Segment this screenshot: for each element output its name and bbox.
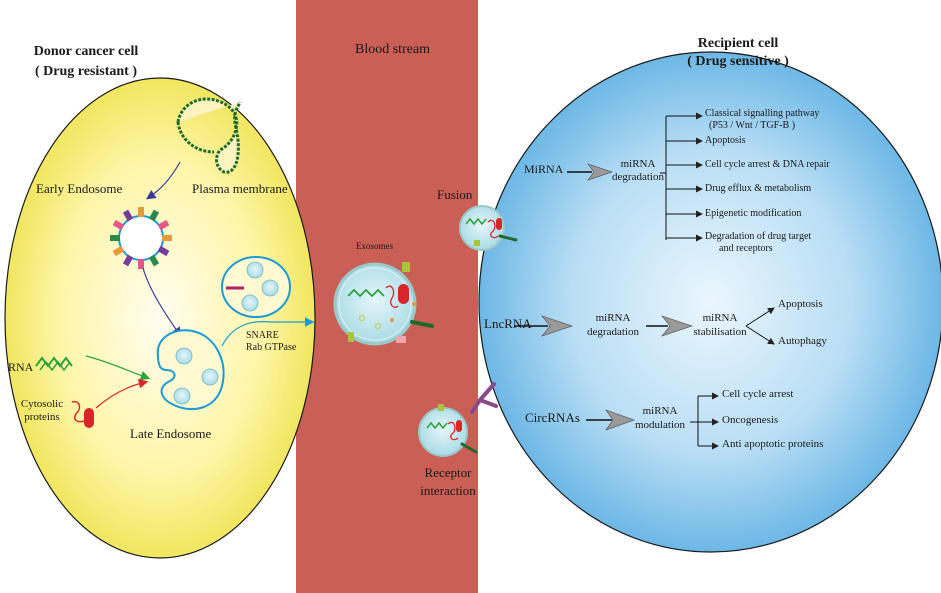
circrna-source: CircRNAs [525,410,580,425]
cytosolic-label-2: proteins [24,411,60,423]
rna-zigzag [35,356,73,368]
endosome-receptor [157,219,170,231]
rab-gtpase-label: Rab GTPase [246,342,297,353]
circrna-outcome-3: Anti apoptotic proteins [722,438,824,450]
donor-title: Donor cancer cell [33,44,139,59]
lncrna-big-arrow [541,315,573,337]
endosome-receptor [148,209,160,222]
recipient-title: Recipient cell [697,36,779,51]
mirna-outcome-2: Apoptosis [705,135,746,146]
endosome-receptor [122,254,134,267]
mirna-outcome-4: Drug efflux & metabolism [705,183,812,194]
circrna-outcome-2: Oncogenesis [722,414,779,426]
lncrna-outcome-1: Apoptosis [778,298,823,310]
lncrna-step1-2: degradation [587,326,639,338]
endosome-receptor [112,245,125,257]
lncrna-branch-up [745,307,775,327]
early-endosome-label: Early Endosome [36,181,123,196]
lncrna-outcome-2: Autophagy [778,335,827,347]
lncrna-step2-2: stabilisation [693,326,747,338]
fusion-label: Fusion [437,187,473,202]
endosome-receptor [138,207,144,217]
plasma-membrane-curve [176,97,242,174]
donor-subtitle: ( Drug resistant ) [34,64,137,79]
plasma-membrane-label: Plasma membrane [192,181,288,196]
endosome-receptor [112,219,125,231]
circrna-step-2: modulation [634,419,686,431]
receptor-shape [470,382,498,414]
endosome-receptor [162,235,172,241]
mirna-source: MiRNA [524,162,564,176]
lncrna-step1-1: miRNA [595,312,631,324]
cytosolic-label-1: Cytosolic [20,398,64,410]
receptor-label-2: interaction [420,483,476,498]
mirna-step-1: miRNA [620,158,656,170]
circrna-big-arrow [605,409,635,431]
circrna-step-1: miRNA [642,405,678,417]
endosome-receptor [122,209,134,222]
exosomes-label: Exosomes [356,241,393,251]
exosome-large [333,262,434,346]
mirna-outcome-1b: (P53 / Wnt / TGF-B ) [709,120,796,131]
lncrna-mid-arrow [661,315,693,337]
maturation-arrow [142,267,182,337]
donor-cell [4,77,316,559]
mirna-step-2: degradation [612,171,664,183]
protein-arrow [95,378,149,409]
snare-label: SNARE [246,330,279,341]
cytosolic-protein [84,408,94,428]
lncrna-source: LncRNA [484,316,532,331]
exosome-fusion [459,205,518,251]
endosome-receptor [148,254,160,267]
early-endosome [110,207,172,269]
mirna-outcome-1: Classical signalling pathway [705,108,820,119]
late-endosome [156,329,225,411]
lncrna-step2-1: miRNA [702,312,738,324]
receptor-label-1: Receptor [424,465,472,480]
plasma-membrane-outline [176,121,215,154]
mirna-outcome-6: Degradation of drug target [705,231,812,242]
rna-zigzag-2 [39,360,71,372]
endosome-receptor [138,259,144,269]
circrna-outcome-1: Cell cycle arrest [722,388,794,400]
mirna-outcome-6b: and receptors [719,243,773,254]
endocytosis-arrow [146,161,181,200]
mirna-outcome-5: Epigenetic modification [705,208,802,219]
blood-stream-title: Blood stream [355,42,431,57]
exosome-receptor [418,404,478,457]
endosome-receptor [110,235,120,241]
late-endosome-label: Late Endosome [130,426,212,441]
recipient-subtitle: ( Drug sensitive ) [687,54,789,69]
mirna-outcome-3: Cell cycle arrest & DNA repair [705,159,830,170]
rna-arrow [85,355,151,381]
endosome-receptor [157,245,170,257]
lncrna-branch-down [745,325,775,345]
rna-label: RNA [8,360,34,374]
mirna-big-arrow [587,163,613,181]
cytosolic-squiggle [71,400,87,423]
exosome-release-arrow [221,317,315,347]
multivesicular-body-upper [221,256,291,318]
